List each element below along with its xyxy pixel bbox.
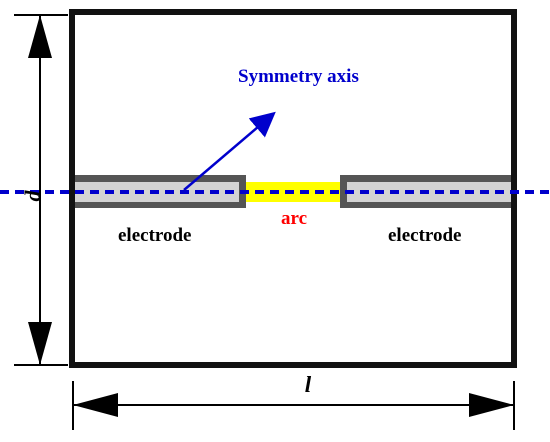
left-electrode-label: electrode	[118, 225, 192, 246]
length-dimension-label: l	[305, 372, 312, 397]
length-dimension-right-arrowhead	[469, 393, 514, 417]
symmetry-axis-pointer-arrow	[183, 111, 276, 191]
height-dimension-bottom-arrowhead	[28, 322, 52, 365]
arc-label: arc	[281, 208, 307, 229]
height-dimension-top-arrowhead	[28, 15, 52, 58]
symmetry-axis-label: Symmetry axis	[238, 66, 359, 87]
right-electrode-label: electrode	[388, 225, 462, 246]
length-dimension-left-arrowhead	[73, 393, 118, 417]
height-dimension-label: d	[20, 190, 45, 202]
